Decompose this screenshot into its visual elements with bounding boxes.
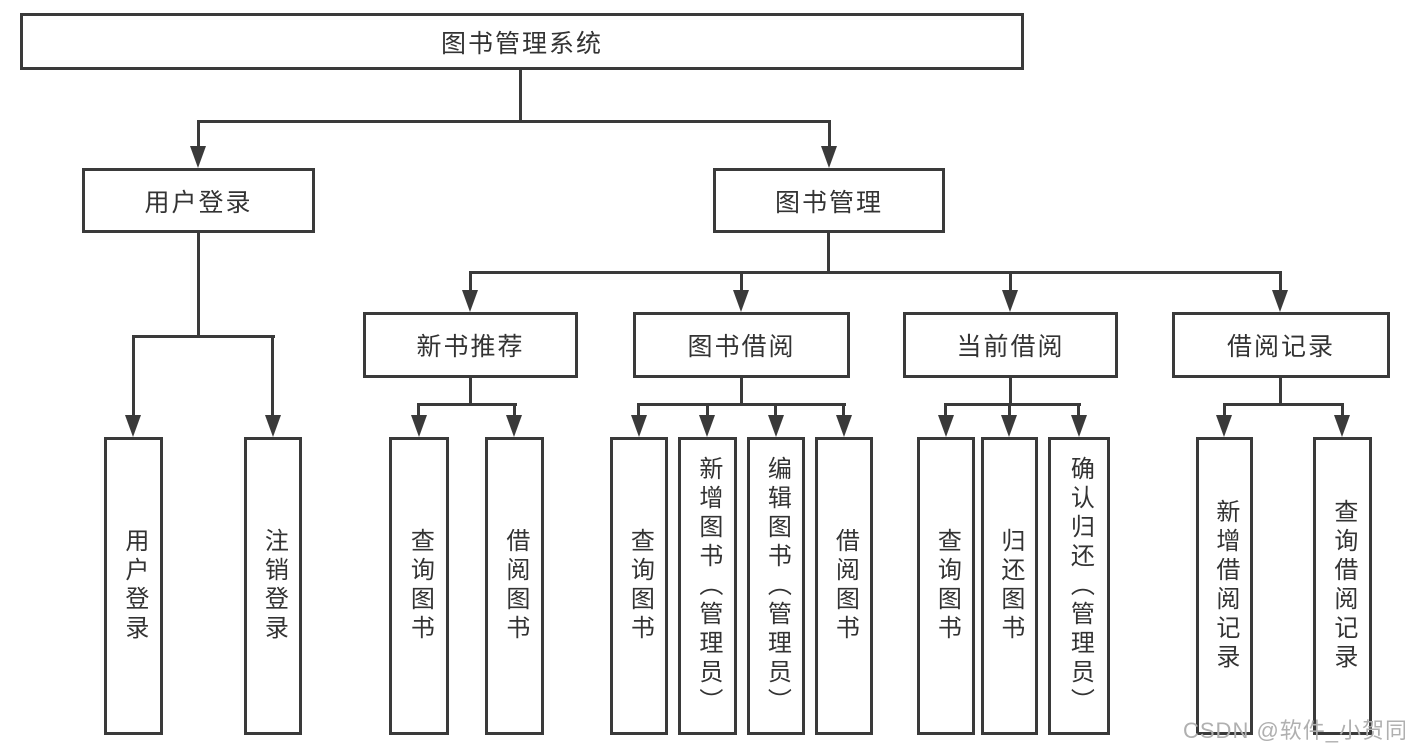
connector-vline — [469, 274, 472, 292]
arrow-down-icon — [125, 415, 141, 437]
arrow-down-icon — [768, 415, 784, 437]
arrow-down-icon — [1071, 415, 1087, 437]
root-label: 图书管理系统 — [440, 29, 603, 58]
node-book-management-label: 图书管理 — [774, 188, 883, 217]
node-book-borrow: 图书借阅 — [633, 312, 850, 378]
connector-vline — [1077, 406, 1080, 417]
arrow-down-icon — [699, 415, 715, 437]
connector-hline — [637, 403, 846, 406]
connector-hline — [417, 403, 517, 406]
connector-vline — [740, 378, 743, 406]
connector-vline — [469, 378, 472, 406]
leaf-query-books-recommend-label: 查询图书 — [406, 528, 434, 644]
connector-hline — [469, 271, 1282, 274]
connector-vline — [740, 274, 743, 292]
connector-vline — [1009, 274, 1012, 292]
leaf-confirm-return-admin-label: 确认归还（管理员） — [1066, 455, 1094, 717]
connector-vline — [827, 233, 830, 274]
connector-hline — [197, 120, 831, 123]
leaf-confirm-return-admin: 确认归还（管理员） — [1048, 437, 1110, 735]
node-new-book-recommend: 新书推荐 — [363, 312, 578, 378]
leaf-add-book-admin-label: 新增图书（管理员） — [694, 455, 722, 717]
leaf-return-book: 归还图书 — [981, 437, 1038, 735]
leaf-query-books-borrow-label: 查询图书 — [626, 528, 654, 644]
leaf-add-borrow-record: 新增借阅记录 — [1196, 437, 1253, 735]
leaf-query-borrow-record: 查询借阅记录 — [1313, 437, 1372, 735]
leaf-logout-label: 注销登录 — [260, 528, 288, 644]
node-user-login-label: 用户登录 — [144, 188, 253, 217]
arrow-down-icon — [938, 415, 954, 437]
arrow-down-icon — [631, 415, 647, 437]
connector-vline — [842, 406, 845, 417]
connector-vline — [944, 406, 947, 417]
root-box: 图书管理系统 — [20, 13, 1024, 70]
leaf-borrow-books: 借阅图书 — [815, 437, 873, 735]
arrow-down-icon — [836, 415, 852, 437]
leaf-return-book-label: 归还图书 — [996, 528, 1024, 644]
arrow-down-icon — [265, 415, 281, 437]
connector-vline — [1009, 378, 1012, 406]
node-new-book-recommend-label: 新书推荐 — [416, 333, 525, 361]
leaf-edit-book-admin: 编辑图书（管理员） — [747, 437, 805, 735]
arrow-down-icon — [462, 290, 478, 312]
leaf-user-login-label: 用户登录 — [120, 528, 148, 644]
node-current-borrow-label: 当前借阅 — [956, 333, 1065, 361]
connector-vline — [132, 338, 135, 417]
node-borrow-records: 借阅记录 — [1172, 312, 1390, 378]
leaf-query-books-borrow: 查询图书 — [610, 437, 668, 735]
connector-hline — [132, 335, 275, 338]
connector-vline — [1223, 406, 1226, 417]
arrow-down-icon — [1216, 415, 1232, 437]
arrow-down-icon — [1334, 415, 1350, 437]
connector-vline — [1279, 378, 1282, 406]
leaf-logout: 注销登录 — [244, 437, 302, 735]
leaf-edit-book-admin-label: 编辑图书（管理员） — [763, 455, 791, 717]
node-current-borrow: 当前借阅 — [903, 312, 1118, 378]
arrow-down-icon — [506, 415, 522, 437]
connector-vline — [519, 70, 522, 123]
node-book-management: 图书管理 — [713, 168, 945, 233]
node-borrow-records-label: 借阅记录 — [1226, 333, 1335, 361]
leaf-query-borrow-record-label: 查询借阅记录 — [1329, 499, 1357, 673]
node-book-borrow-label: 图书借阅 — [687, 333, 796, 361]
connector-vline — [1341, 406, 1344, 417]
connector-vline — [1008, 406, 1011, 417]
leaf-query-books-current: 查询图书 — [917, 437, 975, 735]
arrow-down-icon — [821, 146, 837, 168]
leaf-user-login: 用户登录 — [104, 437, 163, 735]
connector-vline — [513, 406, 516, 417]
leaf-borrow-books-recommend-label: 借阅图书 — [501, 528, 529, 644]
arrow-down-icon — [733, 290, 749, 312]
node-user-login: 用户登录 — [82, 168, 315, 233]
arrow-down-icon — [1001, 415, 1017, 437]
arrow-down-icon — [1272, 290, 1288, 312]
leaf-add-borrow-record-label: 新增借阅记录 — [1211, 499, 1239, 673]
connector-vline — [637, 406, 640, 417]
leaf-borrow-books-recommend: 借阅图书 — [485, 437, 544, 735]
connector-vline — [197, 123, 200, 148]
connector-vline — [197, 233, 200, 338]
connector-vline — [417, 406, 420, 417]
arrow-down-icon — [1002, 290, 1018, 312]
watermark: CSDN @软件_小贺同学 — [1183, 718, 1405, 743]
leaf-add-book-admin: 新增图书（管理员） — [678, 437, 737, 735]
leaf-query-books-recommend: 查询图书 — [389, 437, 449, 735]
connector-vline — [706, 406, 709, 417]
connector-vline — [271, 338, 274, 417]
connector-hline — [944, 403, 1081, 406]
connector-vline — [828, 123, 831, 148]
connector-vline — [774, 406, 777, 417]
leaf-query-books-current-label: 查询图书 — [933, 528, 961, 644]
connector-vline — [1279, 274, 1282, 292]
arrow-down-icon — [190, 146, 206, 168]
leaf-borrow-books-label: 借阅图书 — [831, 528, 859, 644]
arrow-down-icon — [411, 415, 427, 437]
connector-hline — [1223, 403, 1344, 406]
